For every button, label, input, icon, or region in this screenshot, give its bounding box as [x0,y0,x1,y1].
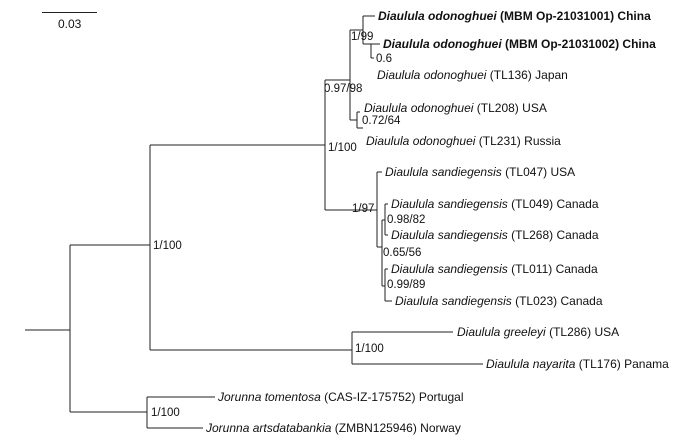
taxon-label: Diaulula sandiegensis (TL268) Canada [391,228,599,242]
taxon-label: Diaulula odonoghuei (TL136) Japan [377,68,568,82]
taxon-label: Diaulula odonoghuei (TL231) Russia [366,134,561,148]
support-value: 1/100 [355,343,384,355]
scale-bar-label: 0.03 [58,17,82,31]
support-value: 0.72/64 [362,115,401,127]
support-value: 0.98/82 [387,214,425,226]
support-value: 1/100 [151,407,180,419]
support-value: 1/100 [328,142,357,154]
support-value: 0.65/56 [383,247,421,259]
taxon-labels: Diaulula odonoghuei (MBM Op-21031001) Ch… [205,9,669,435]
support-value: 1/99 [351,31,373,43]
taxon-label: Diaulula odonoghuei (MBM Op-21031001) Ch… [378,9,651,23]
taxon-label: Diaulula sandiegensis (TL047) USA [385,165,575,179]
taxon-label: Diaulula odonoghuei (TL208) USA [364,101,547,115]
taxon-label: Diaulula greeleyi (TL286) USA [457,325,619,339]
taxon-label: Diaulula sandiegensis (TL049) Canada [391,197,599,211]
taxon-label: Jorunna artsdatabankia (ZMBN125946) Norw… [205,421,461,435]
taxon-label: Diaulula sandiegensis (TL011) Canada [391,262,598,276]
taxon-label: Diaulula odonoghuei (MBM Op-21031002) Ch… [383,37,656,51]
support-value: 1/100 [153,240,182,252]
support-value: 0.6 [376,53,392,65]
support-values: 1/99 0.6 0.97/98 0.72/64 1/100 1/97 0.98… [151,31,425,419]
taxon-label: Jorunna tomentosa (CAS-IZ-175752) Portug… [217,390,464,404]
support-value: 0.99/89 [387,279,425,291]
tree-branches [25,15,483,429]
taxon-label: Diaulula nayarita (TL176) Panama [486,357,669,371]
support-value: 1/97 [352,203,374,215]
taxon-label: Diaulula sandiegensis (TL023) Canada [395,294,603,308]
support-value: 0.97/98 [324,83,362,95]
scale-bar: 0.03 [42,12,97,31]
